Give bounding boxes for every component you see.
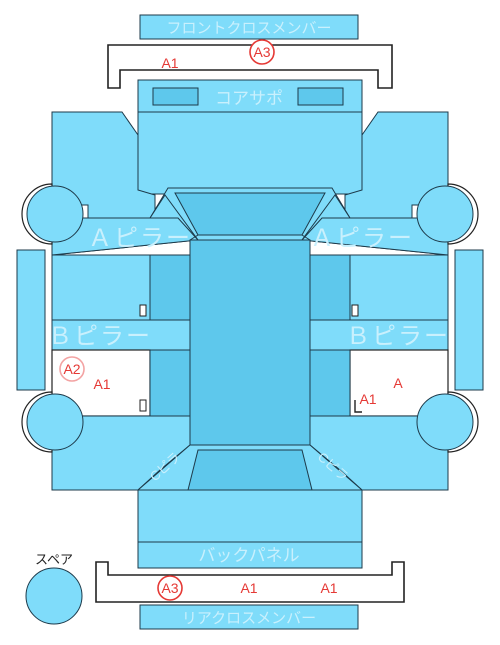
left-rear-door-dark[interactable] — [149, 349, 191, 417]
left-front-wheel[interactable] — [21, 183, 84, 245]
right-rear-quarter[interactable] — [309, 415, 449, 491]
left-mirror-notch-2 — [139, 399, 147, 412]
right-rear-door-dark[interactable] — [309, 349, 351, 417]
left-rear-wheel[interactable] — [21, 391, 84, 453]
left-a-pillar-label: Ａピラー — [88, 225, 192, 252]
mark-left-a2-circle — [59, 356, 85, 382]
rear-cross-member[interactable] — [139, 604, 359, 630]
right-a-pillar-label: Ａピラー — [310, 225, 414, 252]
front-frame-outline — [107, 44, 393, 89]
front-frame-inner — [110, 47, 390, 86]
right-b-pillar[interactable] — [309, 319, 449, 351]
core-support-label: コアサポ — [215, 89, 283, 108]
back-panel[interactable] — [137, 541, 363, 569]
rear-window[interactable] — [187, 449, 313, 491]
left-front-door-dark — [149, 254, 191, 321]
spare-label: スペア — [35, 552, 73, 567]
roof-top-bevel — [189, 234, 311, 241]
rear-frame-outline — [95, 561, 405, 603]
mark-rear-a1-center: A1 — [240, 580, 257, 596]
core-support-left-slot — [152, 87, 199, 106]
rear-cross-member-label: リアクロスメンバー — [182, 610, 316, 627]
mark-right-a1: A1 — [359, 391, 376, 407]
right-mirror-notch-2 — [354, 400, 362, 413]
right-front-door-dark — [309, 254, 351, 321]
hood[interactable] — [137, 111, 363, 195]
left-rear-quarter[interactable] — [51, 415, 191, 491]
front-cross-member[interactable] — [139, 14, 359, 40]
trunk-lid[interactable] — [137, 489, 363, 543]
back-panel-label: バックパネル — [198, 546, 299, 565]
mark-rear-a1-right: A1 — [320, 580, 337, 596]
mark-left-a2: A2 — [63, 361, 80, 377]
mark-front-a1: A1 — [161, 55, 178, 71]
mark-rear-a3: A3 — [161, 580, 178, 596]
left-b-pillar-label: Ｂピラー — [48, 323, 152, 350]
mark-left-a1: A1 — [93, 376, 110, 392]
right-front-wheel[interactable] — [416, 183, 479, 245]
front-cross-member-label: フロントクロスメンバー — [166, 20, 331, 37]
core-support-right-slot — [297, 87, 344, 106]
roof[interactable] — [189, 239, 311, 446]
right-mirror-notch-1 — [351, 304, 359, 317]
windshield[interactable] — [174, 192, 326, 236]
right-rocker[interactable] — [454, 249, 484, 391]
mark-right-a: A — [393, 375, 403, 391]
left-rocker[interactable] — [16, 249, 46, 391]
mark-rear-a3-circle — [157, 575, 183, 601]
left-mirror-notch-1 — [139, 304, 147, 317]
mark-front-a3: A3 — [253, 44, 270, 60]
right-b-pillar-label: Ｂピラー — [346, 323, 450, 350]
right-rear-wheel[interactable] — [416, 391, 479, 453]
spare-tire[interactable] — [25, 567, 83, 625]
mark-front-a3-circle — [249, 39, 275, 65]
